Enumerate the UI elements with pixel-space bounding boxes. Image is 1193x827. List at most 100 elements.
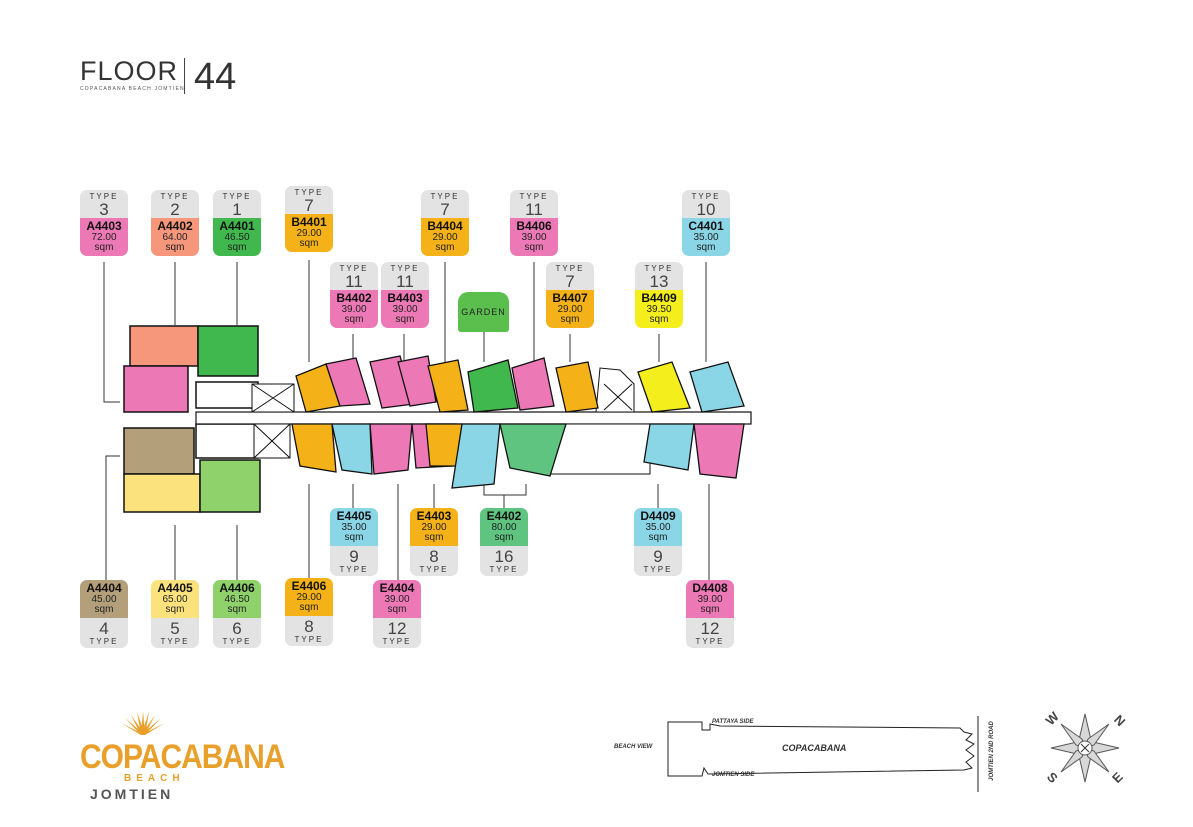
type-word: TYPE	[222, 637, 252, 646]
key-plan-beach-view: BEACH VIEW	[614, 744, 653, 750]
type-number: 5	[170, 619, 180, 638]
logo-beach: BEACH	[124, 773, 185, 784]
unit-code: B4402	[336, 291, 372, 305]
type-word: TYPE	[294, 188, 324, 197]
area-unit: sqm	[299, 602, 319, 613]
unit-area: 64.00	[162, 232, 188, 243]
area-unit: sqm	[94, 242, 114, 253]
unit-code: E4405	[336, 509, 372, 523]
unit-code: A4406	[219, 581, 255, 595]
key-plan-pattaya-side: PATTAYA SIDE	[712, 719, 754, 725]
logo-sun-icon	[121, 711, 165, 735]
area-unit: sqm	[387, 604, 407, 615]
type-number: 3	[99, 200, 109, 219]
type-number: 2	[170, 200, 180, 219]
area-unit: sqm	[165, 604, 185, 615]
type-number: 8	[429, 547, 439, 566]
unit-code: A4401	[219, 219, 255, 233]
area-unit: sqm	[165, 242, 185, 253]
type-word: TYPE	[644, 264, 674, 273]
type-number: 6	[232, 619, 242, 638]
logo-jomtien: JOMTIEN	[90, 786, 174, 802]
type-number: 9	[349, 547, 359, 566]
key-plan	[667, 716, 979, 792]
unit-area: 72.00	[91, 232, 117, 243]
area-unit: sqm	[344, 532, 364, 543]
unit-code: D4408	[692, 581, 728, 595]
unit-code: E4404	[379, 581, 415, 595]
unit-area: 45.00	[91, 594, 117, 605]
header-divider	[184, 58, 185, 94]
type-number: 11	[396, 272, 414, 291]
unit-area: 35.00	[645, 522, 671, 533]
unit-area: 80.00	[491, 522, 517, 533]
type-number: 4	[99, 619, 109, 638]
area-unit: sqm	[524, 242, 544, 253]
unit-code: E4403	[416, 509, 452, 523]
area-unit: sqm	[395, 314, 415, 325]
area-unit: sqm	[227, 242, 247, 253]
type-number: 7	[440, 200, 450, 219]
area-unit: sqm	[648, 532, 668, 543]
type-number: 7	[304, 196, 314, 215]
unit-area: 39.00	[392, 304, 418, 315]
type-word: TYPE	[339, 565, 369, 574]
type-number: 13	[649, 272, 669, 291]
type-word: TYPE	[382, 637, 412, 646]
floor-number: 44	[194, 56, 237, 98]
leader-lines	[103, 260, 710, 580]
area-unit: sqm	[649, 314, 669, 325]
unit-area: 35.00	[693, 232, 719, 243]
unit-area: 29.00	[557, 304, 583, 315]
area-unit: sqm	[344, 314, 364, 325]
compass-icon	[1050, 713, 1120, 783]
type-number: 7	[565, 272, 575, 291]
type-word: TYPE	[89, 637, 119, 646]
unit-area: 29.00	[421, 522, 447, 533]
type-word: TYPE	[89, 192, 119, 201]
type-number: 9	[653, 547, 663, 566]
bottom-units	[291, 423, 745, 489]
unit-code: C4401	[688, 219, 724, 233]
unit-area: 46.50	[224, 232, 250, 243]
type-word: TYPE	[419, 565, 449, 574]
area-unit: sqm	[227, 604, 247, 615]
type-word: TYPE	[695, 637, 725, 646]
type-word: TYPE	[339, 264, 369, 273]
type-number: 1	[232, 200, 242, 219]
area-unit: sqm	[424, 532, 444, 543]
type-number: 12	[700, 619, 720, 638]
type-number: 12	[387, 619, 407, 638]
key-plan-road: JOMTIEN 2ND ROAD	[989, 721, 995, 781]
unit-area: 29.00	[432, 232, 458, 243]
type-word: TYPE	[430, 192, 460, 201]
unit-code: B4403	[387, 291, 423, 305]
type-word: TYPE	[643, 565, 673, 574]
unit-code: D4409	[640, 509, 676, 523]
unit-area: 65.00	[162, 594, 188, 605]
area-unit: sqm	[560, 314, 580, 325]
unit-code: B4404	[427, 219, 463, 233]
